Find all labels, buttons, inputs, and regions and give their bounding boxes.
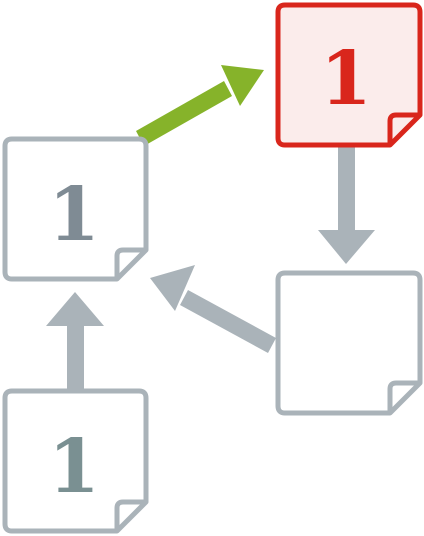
node-top-right-label: 1: [320, 36, 372, 122]
node-top-right: 1: [275, 2, 423, 148]
node-middle-right-fold: [387, 380, 420, 413]
node-bottom-left-page: [2, 388, 149, 534]
node-middle-left-fold: [114, 247, 146, 279]
arrow-middle-right-to-middle-left: [150, 265, 276, 353]
arrow-top-right-to-middle-right: [318, 145, 375, 264]
node-middle-right: [275, 270, 423, 416]
node-bottom-left-fold: [114, 499, 146, 531]
node-middle-left-page: [2, 136, 149, 282]
node-middle-right-page: [275, 270, 423, 416]
node-middle-left: 1: [2, 136, 149, 282]
arrow-bottom-to-middle-left: [46, 292, 104, 390]
node-middle-left-label: 1: [48, 172, 100, 258]
highlight-arrow-middle-left-to-top-right: [136, 65, 264, 146]
node-top-right-fold: [387, 112, 420, 145]
node-top-right-page: [275, 2, 423, 148]
node-bottom-left-label: 1: [48, 424, 100, 510]
node-bottom-left: 1: [2, 388, 149, 534]
